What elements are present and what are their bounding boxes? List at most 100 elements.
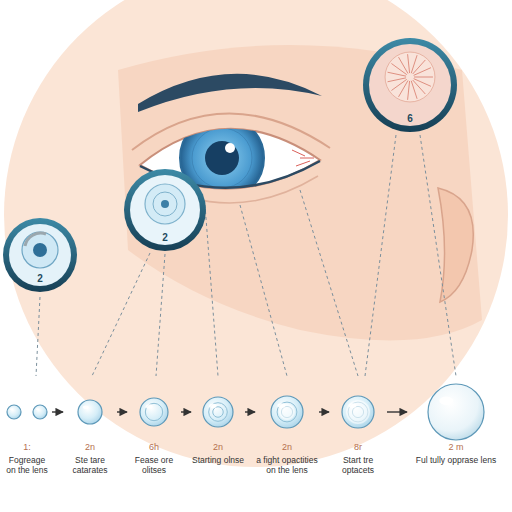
lens-ring: [145, 184, 185, 224]
lens-opacity: [346, 400, 370, 424]
stage-arrow: [245, 411, 255, 412]
lens-vein: [391, 64, 406, 75]
lens-stage: 2 m Ful tully opprase lens: [408, 382, 504, 466]
iris-ring: [192, 128, 252, 188]
stage-arrow: [52, 411, 63, 412]
lens-vein: [399, 80, 408, 96]
cloudy-lens: [385, 52, 435, 102]
leader-line: [92, 253, 150, 376]
eyebrow: [138, 74, 322, 112]
lens-body: [428, 384, 484, 440]
lens-ring: [145, 403, 162, 420]
ear: [438, 188, 473, 302]
lens-stage: 1:Fogreage on the lens: [3, 382, 51, 475]
eye-highlight: [225, 143, 235, 153]
lens-body: [7, 405, 21, 419]
stage-number: 2: [159, 232, 171, 243]
lens-highlight: [209, 404, 217, 409]
magnifier-view: [369, 44, 451, 126]
eye-veins: [292, 150, 314, 166]
lens-stage: 2n a fight opactities on the lens: [256, 382, 318, 475]
stage-caption: Start tre optacets: [330, 456, 386, 476]
lens-vein: [414, 68, 431, 76]
stage-arrow: [117, 411, 127, 412]
stage-caption: Ful tully opprase lens: [416, 456, 496, 466]
lens-vein: [408, 81, 410, 100]
lens-center: [33, 243, 47, 257]
lens-body: [203, 397, 233, 427]
lens-figure: [33, 405, 47, 419]
lens-body: [140, 398, 168, 426]
lens-outline: [3, 382, 51, 442]
stage-caption: Fogreage on the lens: [3, 456, 51, 476]
lens-ring: [277, 402, 297, 422]
lens-highlight: [277, 403, 285, 408]
lens-outline: [256, 382, 318, 442]
magnifier-circle: 2: [2, 217, 78, 293]
lens-vein: [388, 78, 407, 82]
lens-stage: 2nSte tare catarates: [64, 382, 116, 475]
magnifier-ring: [363, 38, 457, 132]
lens-vein: [391, 79, 406, 90]
lens-figure: [428, 384, 484, 440]
lens-ring: [209, 403, 228, 422]
leader-line: [205, 205, 218, 376]
lens-figure: [342, 396, 374, 428]
lens-vein: [414, 79, 431, 87]
stage-caption: Ste tare catarates: [64, 456, 116, 476]
stage-number: 2n: [282, 442, 292, 453]
pupil: [205, 141, 239, 175]
lens-body: [271, 396, 303, 428]
stage-number: 8r: [354, 442, 362, 453]
lens-vein: [388, 72, 407, 76]
lens-highlight: [348, 403, 356, 408]
lens-ring: [213, 407, 224, 418]
leader-line: [300, 190, 358, 376]
lens-body: [342, 396, 374, 428]
stage-caption: Starting olnse: [192, 456, 244, 466]
magnifier-view: [9, 224, 71, 286]
lens-vein: [411, 81, 417, 99]
lens-vein: [413, 60, 426, 74]
lens-highlight: [83, 405, 89, 409]
stage-caption: a fight opactities on the lens: [256, 456, 318, 476]
stage-number: 6: [404, 113, 416, 124]
leader-lines: [36, 135, 456, 376]
lens-figure: [140, 398, 168, 426]
lens-highlight: [10, 408, 14, 410]
lens-vein: [399, 57, 408, 73]
magnifier-ring: [3, 218, 77, 292]
lens-highlight: [146, 404, 153, 408]
stage-arrow: [387, 411, 407, 412]
lens-body: [33, 405, 47, 419]
lens-body: [22, 232, 58, 268]
magnifier-circle: 2: [123, 168, 207, 252]
stage-number: 2 m: [448, 442, 463, 453]
magnified-lens: [385, 52, 435, 102]
lens-ring: [153, 192, 177, 216]
opacity-arc: [25, 233, 46, 246]
magnifier-view: [130, 175, 200, 245]
lens-vein: [414, 77, 433, 78]
leader-line: [36, 297, 40, 376]
magnified-lens: [145, 184, 185, 224]
leader-line: [156, 254, 165, 376]
lens-figure: [203, 397, 233, 427]
magnifier-circle: 6: [362, 37, 458, 133]
lens-vein: [408, 54, 410, 73]
lens-figure: [7, 405, 21, 419]
lens-stage: 6hFease ore olitses: [128, 382, 180, 475]
lens-outline: [64, 382, 116, 442]
stage-caption: Fease ore olitses: [128, 456, 180, 476]
lens-outline: [128, 382, 180, 442]
stage-arrow: [319, 411, 329, 412]
stage-arrow: [181, 411, 191, 412]
lens-figure: [271, 396, 303, 428]
lens-highlight: [439, 397, 453, 405]
stage-number: 2: [34, 273, 46, 284]
magnifier-ring: [124, 169, 206, 251]
leader-line: [420, 135, 456, 376]
lens-figure: [78, 400, 102, 424]
face-skin: [118, 45, 482, 340]
